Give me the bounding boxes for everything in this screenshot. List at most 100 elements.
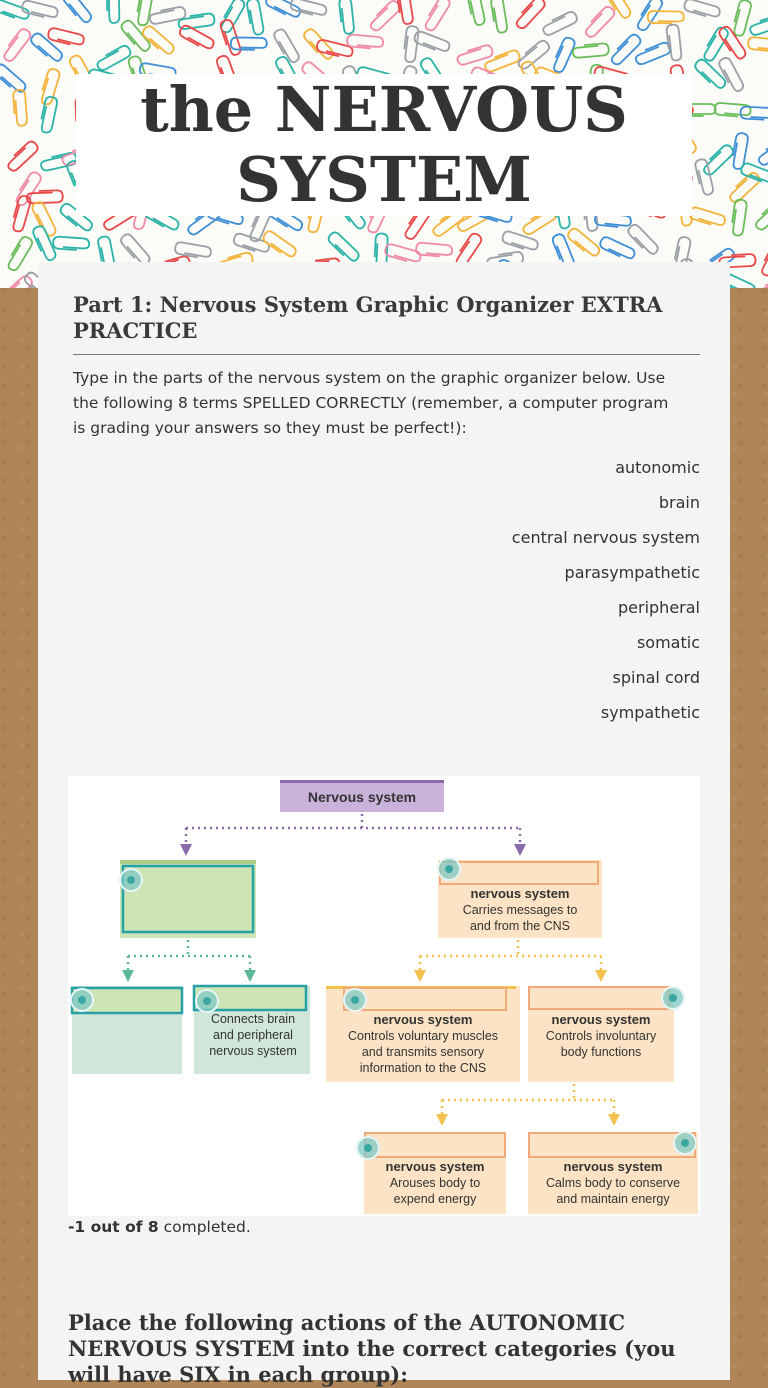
paperclip-icon — [626, 223, 660, 257]
paperclip-icon — [31, 200, 58, 238]
term-item: parasympathetic — [512, 555, 700, 590]
paperclip-icon — [727, 171, 762, 204]
autonomic-connector — [442, 1084, 614, 1116]
paperclip-icon — [149, 6, 187, 25]
organizer-diagram: Nervous system — [68, 776, 700, 1216]
paperclip-icon — [731, 0, 752, 37]
term-item: somatic — [512, 625, 700, 660]
paperclip-icon — [5, 235, 34, 272]
paperclip-icon — [95, 44, 132, 72]
progress-status: -1 out of 8 completed. — [68, 1218, 251, 1236]
part1-title: Part 1: Nervous System Graphic Organizer… — [73, 292, 701, 344]
paperclip-icon — [290, 0, 328, 18]
autonomic-hotspot-icon[interactable] — [661, 986, 685, 1010]
root-label: Nervous system — [308, 789, 416, 805]
paperclip-icon — [541, 10, 579, 37]
peripheral-answer-field[interactable] — [440, 862, 598, 884]
cns-box-top — [120, 860, 256, 864]
somatic-answer-field[interactable] — [344, 988, 506, 1010]
arrow-down-icon — [414, 970, 426, 982]
parasympathetic-hotspot-icon[interactable] — [673, 1131, 697, 1155]
sympathetic-answer-field[interactable] — [365, 1133, 505, 1157]
term-item: spinal cord — [512, 660, 700, 695]
paperclip-icon — [339, 0, 355, 34]
title-divider — [73, 354, 700, 355]
peripheral-connector — [420, 940, 601, 972]
paperclip-icon — [599, 235, 637, 261]
content-panel: Part 1: Nervous System Graphic Organizer… — [38, 262, 730, 1380]
paperclip-icon — [246, 0, 264, 36]
brain-hotspot-icon[interactable] — [70, 988, 94, 1012]
paperclip-icon — [753, 199, 768, 232]
paperclip-icon — [730, 199, 747, 236]
paperclip-icon — [748, 13, 768, 36]
paperclip-icon — [61, 0, 93, 25]
part2-title: Place the following actions of the AUTON… — [68, 1310, 708, 1388]
paperclip-icon — [583, 5, 617, 39]
paperclip-icon — [714, 102, 751, 117]
arrow-down-icon — [595, 970, 607, 982]
paperclip-icon — [688, 206, 726, 228]
cns-connector — [128, 940, 250, 972]
paperclip-icon — [53, 236, 90, 250]
parasympathetic-answer-field[interactable] — [529, 1133, 695, 1157]
term-item: sympathetic — [512, 695, 700, 730]
paperclip-icon — [231, 37, 267, 50]
parasympathetic-desc: Calms body to conserve and maintain ener… — [528, 1175, 698, 1207]
peripheral-hotspot-icon[interactable] — [437, 857, 461, 881]
header-banner: the NERVOUS SYSTEM — [0, 0, 768, 288]
paperclip-icon — [740, 106, 768, 120]
somatic-bold: nervous system — [326, 1012, 520, 1028]
paperclip-icon — [603, 0, 632, 20]
paperclip-icon — [302, 27, 335, 62]
paperclip-icon — [717, 25, 747, 62]
somatic-hotspot-icon[interactable] — [343, 988, 367, 1012]
autonomic-desc: Controls involuntary body functions — [528, 1028, 674, 1060]
paperclip-icon — [483, 49, 521, 73]
paperclip-icon — [514, 0, 547, 30]
somatic-text: nervous system Controls voluntary muscle… — [326, 1012, 520, 1076]
paperclip-icon — [694, 158, 714, 196]
paperclip-icon — [748, 37, 768, 53]
paperclip-icon — [107, 0, 120, 23]
paperclip-icon — [0, 0, 30, 22]
paperclip-icon — [403, 25, 419, 62]
spinal-cord-hotspot-icon[interactable] — [195, 989, 219, 1013]
arrow-down-icon — [244, 970, 256, 982]
paperclip-icon — [634, 0, 664, 32]
spinal-cord-desc: Connects brain and peripheral nervous sy… — [196, 1011, 310, 1059]
sympathetic-bold: nervous system — [364, 1159, 506, 1175]
paperclip-icon — [1, 27, 32, 63]
arrow-down-icon — [122, 970, 134, 982]
term-item: central nervous system — [512, 520, 700, 555]
term-item: autonomic — [512, 450, 700, 485]
part1-instructions: Type in the parts of the nervous system … — [73, 366, 683, 441]
page-title: the NERVOUS SYSTEM — [124, 75, 644, 215]
title-box: the NERVOUS SYSTEM — [76, 74, 692, 216]
paperclip-icon — [666, 24, 682, 61]
spinal-cord-text: Connects brain and peripheral nervous sy… — [196, 1011, 310, 1059]
arrow-down-icon — [180, 844, 192, 856]
sympathetic-desc: Arouses body to expend energy — [364, 1175, 506, 1207]
paperclip-icon — [683, 0, 721, 20]
arrow-down-icon — [436, 1114, 448, 1126]
parasympathetic-text: nervous system Calms body to conserve an… — [528, 1159, 698, 1207]
paperclip-icon — [466, 0, 485, 26]
paperclip-icon — [396, 0, 413, 25]
paperclip-icon — [501, 230, 539, 253]
autonomic-answer-field[interactable] — [529, 987, 669, 1009]
cns-hotspot-icon[interactable] — [119, 868, 143, 892]
paperclip-icon — [422, 0, 451, 32]
sympathetic-text: nervous system Arouses body to expend en… — [364, 1159, 506, 1207]
paperclip-icon — [368, 0, 402, 33]
graphic-organizer: Nervous system — [68, 776, 700, 1216]
term-list: autonomic brain central nervous system p… — [512, 450, 700, 730]
progress-suffix: completed. — [159, 1218, 251, 1236]
paperclip-icon — [29, 31, 64, 64]
paperclip-icon — [490, 0, 507, 34]
peripheral-bold: nervous system — [438, 886, 602, 902]
paperclip-icon — [5, 139, 40, 172]
sympathetic-hotspot-icon[interactable] — [356, 1136, 380, 1160]
somatic-desc: Controls voluntary muscles and transmits… — [326, 1028, 520, 1076]
term-item: peripheral — [512, 590, 700, 625]
